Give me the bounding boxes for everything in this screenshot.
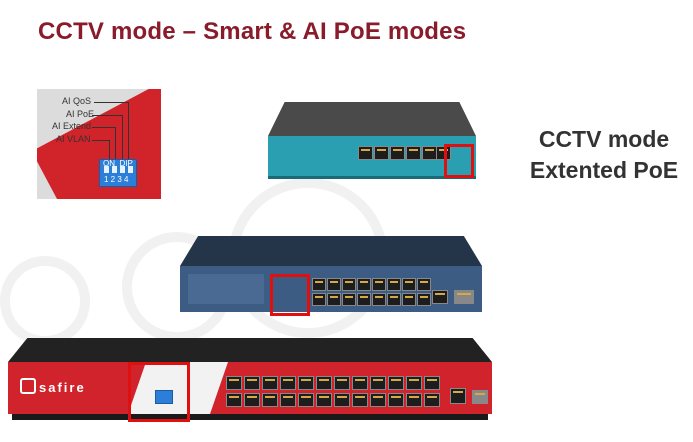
ethernet-port xyxy=(372,293,386,306)
ethernet-port xyxy=(387,293,401,306)
watermark-circle xyxy=(0,256,90,346)
ethernet-port xyxy=(342,293,356,306)
ethernet-port xyxy=(327,293,341,306)
page-title: CCTV mode – Smart & AI PoE modes xyxy=(38,18,467,45)
ethernet-port xyxy=(352,376,368,390)
ethernet-port xyxy=(374,146,389,160)
mode-label-line2: Extented PoE xyxy=(529,157,679,183)
ethernet-port xyxy=(417,293,431,306)
switch-top xyxy=(8,338,492,362)
brand-logo: safire xyxy=(20,378,86,395)
leader-line xyxy=(128,102,129,162)
leader-line xyxy=(94,102,128,103)
leader-line xyxy=(92,115,122,116)
ethernet-port xyxy=(370,393,386,407)
ethernet-port xyxy=(357,293,371,306)
dip-key xyxy=(120,166,125,173)
ethernet-port xyxy=(387,278,401,291)
ethernet-port xyxy=(298,393,314,407)
switch-vent xyxy=(188,274,264,304)
ethernet-port xyxy=(417,278,431,291)
ethernet-port xyxy=(262,393,278,407)
poe-switch-small xyxy=(268,102,476,179)
ethernet-port xyxy=(424,393,440,407)
leader-line xyxy=(92,140,109,141)
ethernet-port xyxy=(357,278,371,291)
mode-label-line1: CCTV mode xyxy=(538,126,670,152)
ethernet-port xyxy=(352,393,368,407)
highlight-box xyxy=(128,362,190,422)
switch-bottom xyxy=(12,414,488,420)
switch-white-stripe xyxy=(128,362,228,414)
mode-label: CCTV mode Extented PoE xyxy=(516,124,692,186)
ethernet-port xyxy=(334,393,350,407)
ethernet-port xyxy=(280,393,296,407)
leader-line xyxy=(92,127,115,128)
dip-key xyxy=(128,166,133,173)
sfp-port xyxy=(472,390,488,404)
ethernet-port xyxy=(390,146,405,160)
dip-key xyxy=(104,166,109,173)
ethernet-port xyxy=(406,146,421,160)
brand-name: safire xyxy=(39,380,86,395)
leader-line xyxy=(122,115,123,162)
ethernet-port xyxy=(388,376,404,390)
ethernet-port xyxy=(244,376,260,390)
ethernet-port xyxy=(436,146,451,160)
ethernet-port xyxy=(372,278,386,291)
dip-label-poe: AI PoE xyxy=(66,109,95,119)
sfp-port xyxy=(454,290,474,304)
ethernet-port xyxy=(370,376,386,390)
ethernet-port xyxy=(316,376,332,390)
switch-front-panel xyxy=(268,136,476,179)
highlight-box xyxy=(444,144,474,178)
ethernet-port xyxy=(312,293,326,306)
ethernet-port xyxy=(262,376,278,390)
highlight-box xyxy=(270,274,310,316)
ethernet-port xyxy=(402,293,416,306)
dip-switch-header: ON DIP xyxy=(103,159,133,168)
ethernet-port xyxy=(244,393,260,407)
switch-top xyxy=(268,102,476,136)
ethernet-port xyxy=(226,393,242,407)
uplink-port xyxy=(432,290,448,304)
ethernet-port xyxy=(388,393,404,407)
ethernet-port xyxy=(334,376,350,390)
ethernet-port xyxy=(316,393,332,407)
uplink-port xyxy=(450,388,466,404)
ethernet-port xyxy=(402,278,416,291)
poe-switch-medium xyxy=(180,236,482,316)
ethernet-port xyxy=(424,376,440,390)
dip-label-extend: AI Extend xyxy=(52,121,92,131)
leader-line xyxy=(109,140,110,162)
safire-logo-icon xyxy=(20,378,36,394)
ethernet-port xyxy=(280,376,296,390)
switch-top xyxy=(180,236,482,266)
ethernet-port xyxy=(406,393,422,407)
ethernet-port xyxy=(342,278,356,291)
dip-label-vlan: AI VLAN xyxy=(56,134,91,144)
dip-label-qos: AI QoS xyxy=(62,96,92,106)
dip-switch-numbers: 1 2 3 4 xyxy=(104,175,129,184)
ethernet-port xyxy=(358,146,373,160)
ethernet-port xyxy=(312,278,326,291)
ethernet-port xyxy=(298,376,314,390)
ethernet-port xyxy=(327,278,341,291)
leader-line xyxy=(115,127,116,162)
dip-switch-block: ON DIP 1 2 3 4 xyxy=(99,159,137,187)
ethernet-port xyxy=(406,376,422,390)
dip-switch-small xyxy=(155,390,173,404)
dip-key xyxy=(112,166,117,173)
ethernet-port xyxy=(226,376,242,390)
poe-switch-large: safire xyxy=(8,338,492,424)
ethernet-port xyxy=(422,146,437,160)
